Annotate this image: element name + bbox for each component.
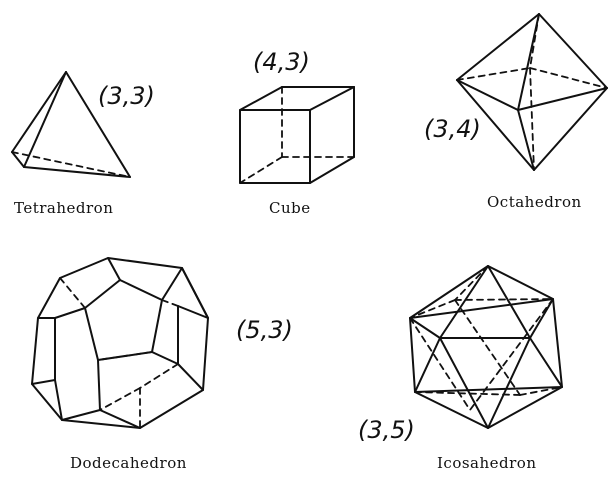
icosahedron-schlafli-symbol: (3,5) xyxy=(358,416,415,444)
dodecahedron-drawing xyxy=(31,257,209,429)
icosahedron-label: Icosahedron xyxy=(437,454,537,472)
icosahedron-drawing xyxy=(409,265,563,429)
dodecahedron-label: Dodecahedron xyxy=(70,454,187,472)
dodecahedron-schlafli-symbol: (5,3) xyxy=(236,316,293,344)
tetrahedron-drawing xyxy=(11,71,131,178)
cube-schlafli-symbol: (4,3) xyxy=(253,48,310,76)
tetrahedron-schlafli-symbol: (3,3) xyxy=(98,82,155,110)
octahedron-schlafli-symbol: (3,4) xyxy=(424,115,481,143)
tetrahedron-label: Tetrahedron xyxy=(14,199,113,217)
cube-drawing xyxy=(239,86,355,184)
octahedron-drawing xyxy=(456,13,608,171)
octahedron-label: Octahedron xyxy=(487,193,582,211)
cube-label: Cube xyxy=(269,199,311,217)
